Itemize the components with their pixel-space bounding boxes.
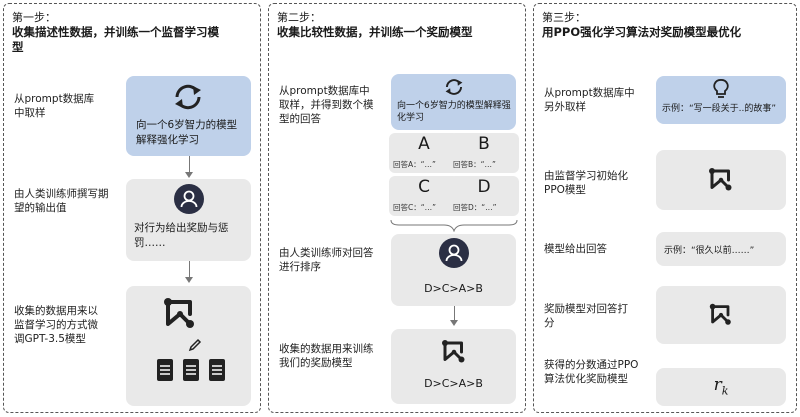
step2-prompt-box: 向一个6岁智力的模型解释强化学习 xyxy=(391,74,516,130)
answer-text: 回答B：“…” xyxy=(453,160,496,169)
step3-reward-box xyxy=(656,286,786,344)
document-icon xyxy=(157,359,173,381)
lightbulb-icon xyxy=(713,79,729,98)
document-icon xyxy=(183,359,199,381)
answer-text: 回答A：“…” xyxy=(393,160,436,169)
answer-letter: B xyxy=(478,134,490,154)
step3-subtitle: 用PPO强化学习算法对奖励模型最优化 xyxy=(542,25,742,39)
step2-sample-label: 从prompt数据库中取样，并得到数个模型的回答 xyxy=(279,85,374,125)
model-network-icon xyxy=(709,168,732,191)
bracket-connector xyxy=(390,219,518,232)
step1-labeler-text: 对行为给出奖励与惩罚…… xyxy=(134,222,229,249)
step3-prompt-box: 示例：“写一段关于..的故事” xyxy=(656,76,786,124)
answer-text: 回答D：“…” xyxy=(453,203,497,212)
step2-rank-box: D>C>A>B xyxy=(391,234,516,306)
step1-arrow-1 xyxy=(189,156,190,174)
step1-labeler-box: 对行为给出奖励与惩罚…… xyxy=(126,179,251,261)
answer-card-d: D 回答D：“…” xyxy=(449,176,519,216)
step2-ranking: D>C>A>B xyxy=(424,282,483,295)
step2-panel: 第二步： 收集比较性数据，并训练一个奖励模型 从prompt数据库中取样，并得到… xyxy=(268,3,526,413)
model-network-icon xyxy=(709,303,731,325)
step1-prompt-text: 向一个6岁智力的模型解释强化学习 xyxy=(136,119,238,146)
answer-letter: D xyxy=(477,177,491,197)
step3-sample-label: 从prompt数据库中另外取样 xyxy=(544,87,635,113)
answer-letter: C xyxy=(418,177,430,197)
step3-output-label: 模型给出回答 xyxy=(544,243,607,255)
model-network-icon xyxy=(442,340,465,363)
step1-panel: 第一步： 收集描述性数据，并训练一个监督学习模型 从prompt数据库中取样 向… xyxy=(3,3,261,413)
answer-card-a: A 回答A：“…” xyxy=(389,133,459,173)
step2-prompt-text: 向一个6岁智力的模型解释强化学习 xyxy=(397,101,511,123)
reward-subscript: k xyxy=(721,384,729,398)
answer-card-c: C 回答C：“…” xyxy=(389,176,459,216)
step1-heading: 第一步： 收集描述性数据，并训练一个监督学习模型 xyxy=(12,10,222,55)
step2-arrow xyxy=(454,306,455,322)
document-icon xyxy=(209,359,225,381)
step1-prompt-box: 向一个6岁智力的模型解释强化学习 xyxy=(126,76,251,156)
answer-text: 回答C：“…” xyxy=(393,203,437,212)
refresh-icon xyxy=(445,79,463,95)
step3-policy-box xyxy=(656,150,786,210)
person-icon xyxy=(439,238,469,268)
reward-symbol: r xyxy=(713,375,722,395)
answer-card-b: B 回答B：“…” xyxy=(449,133,519,173)
step3-score-box: rk xyxy=(656,368,786,406)
step1-arrow-2-head xyxy=(185,277,193,283)
pencil-icon xyxy=(188,338,202,352)
step2-reward-label: 收集的数据用来训练我们的奖励模型 xyxy=(279,343,374,369)
step1-subtitle: 收集描述性数据，并训练一个监督学习模型 xyxy=(12,25,219,54)
step2-heading: 第二步： 收集比较性数据，并训练一个奖励模型 xyxy=(277,10,487,40)
step3-init-label: 由监督学习初始化PPO模型 xyxy=(544,170,628,196)
step3-update-label: 获得的分数通过PPO算法优化奖励模型 xyxy=(544,359,639,385)
step1-sample-label: 从prompt数据库中取样 xyxy=(14,93,95,119)
step3-output-text: 示例：“很久以前……” xyxy=(664,246,755,256)
step1-model-box xyxy=(126,286,251,406)
refresh-icon xyxy=(175,84,201,110)
step2-subtitle: 收集比较性数据，并训练一个奖励模型 xyxy=(277,25,473,39)
step1-arrow-2 xyxy=(189,261,190,279)
step3-heading: 第三步： 用PPO强化学习算法对奖励模型最优化 xyxy=(542,10,772,40)
reward-score: rk xyxy=(656,375,786,397)
step2-rank-label: 由人类训练师对回答进行排序 xyxy=(279,247,374,273)
step2-arrow-head xyxy=(450,320,458,326)
step3-score-label: 奖励模型对回答打分 xyxy=(544,303,628,329)
step1-title: 第一步： xyxy=(12,11,56,24)
step1-labeler-label: 由人类训练师撰写期望的输出值 xyxy=(14,188,109,214)
step3-prompt-text: 示例：“写一段关于..的故事” xyxy=(662,104,777,114)
step2-ranking-2: D>C>A>B xyxy=(424,377,483,390)
answer-letter: A xyxy=(418,134,430,154)
step3-title: 第三步： xyxy=(542,11,586,24)
step2-title: 第二步： xyxy=(277,11,321,24)
step1-finetune-label: 收集的数据用来以监督学习的方式微调GPT-3.5模型 xyxy=(14,305,98,345)
step2-reward-box: D>C>A>B xyxy=(391,329,516,404)
person-icon xyxy=(174,184,204,214)
model-network-icon xyxy=(164,298,194,328)
step3-output-box: 示例：“很久以前……” xyxy=(656,232,786,266)
step3-panel: 第三步： 用PPO强化学习算法对奖励模型最优化 从prompt数据库中另外取样 … xyxy=(533,3,797,413)
step1-arrow-1-head xyxy=(185,172,193,178)
